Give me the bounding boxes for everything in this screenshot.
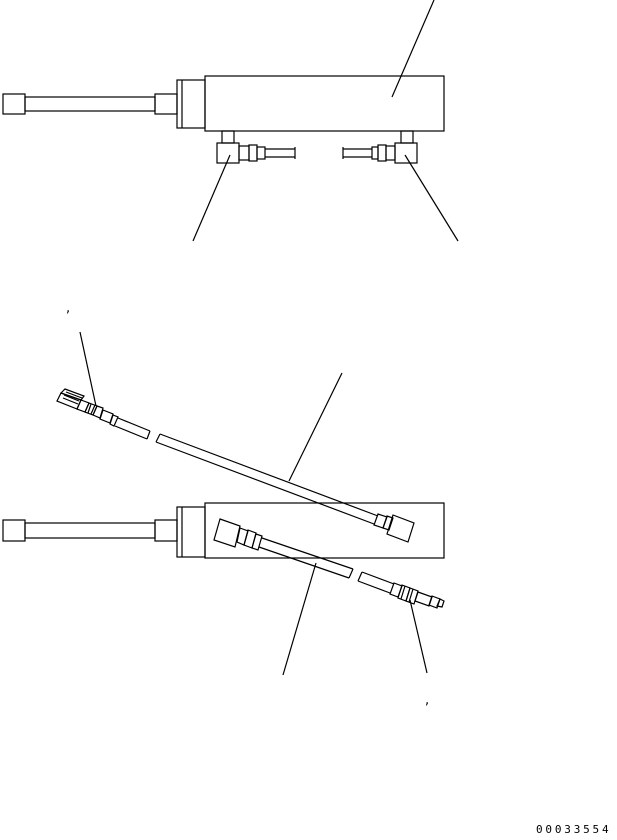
leader-lines-bottom <box>79 331 428 676</box>
quick-coupler-female <box>56 388 119 427</box>
hose-assembly-upper <box>56 388 415 543</box>
quick-coupler-male <box>389 582 445 609</box>
cylinder-head-bottom <box>176 506 206 558</box>
drawing-number: 00033554 <box>536 823 611 836</box>
hose-assembly-lower <box>213 518 445 609</box>
piston-rod-top <box>2 93 26 115</box>
leader-lines-top <box>192 0 459 242</box>
cylinder-assembly-bottom <box>2 502 445 559</box>
cylinder-head-top <box>176 79 206 129</box>
cylinder-tube-bottom <box>204 502 445 559</box>
cylinder-assembly-top <box>2 75 445 132</box>
cylinder-tube-top <box>204 75 445 132</box>
callout-mark-upper-left: , <box>66 301 70 316</box>
elbow-fitting-left-top <box>216 130 296 164</box>
elbow-fitting-right-top <box>342 130 418 164</box>
piston-rod-bottom <box>2 519 26 542</box>
callout-mark-lower-right: , <box>425 693 429 708</box>
